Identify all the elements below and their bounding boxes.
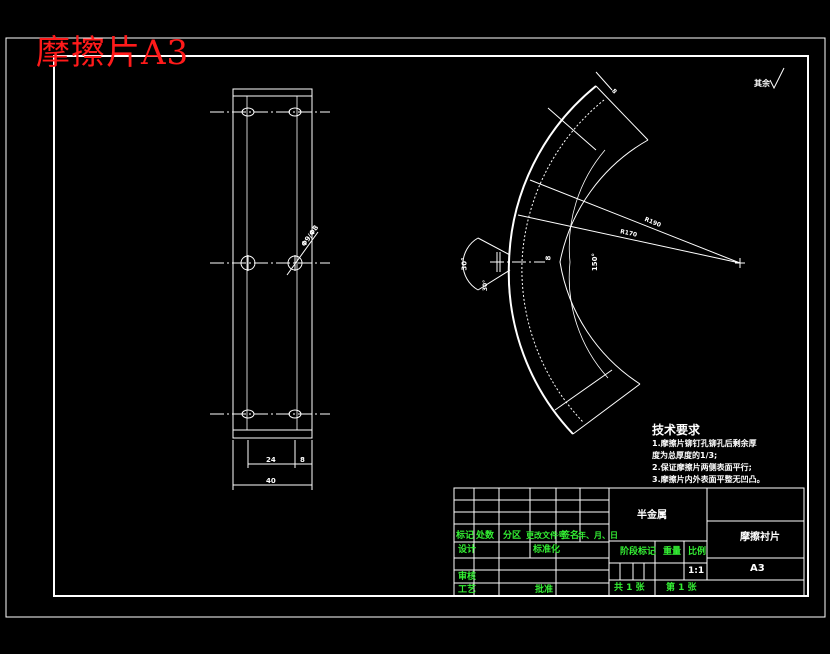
check-label: 审核 [458,572,477,582]
dim-arc-angle: 150° [591,252,600,272]
outer-border [5,37,826,618]
front-view [210,88,330,490]
tech-req-heading: 技术要求 [652,423,701,437]
inner-border [53,55,809,597]
header-change-doc: 更改文件号 [526,531,566,540]
tech-req-line-1: 1.摩擦片铆钉孔铆孔后剩余厚 [652,439,757,448]
weight-label: 重量 [663,547,682,557]
roughness-note: 其余 [754,79,770,88]
stage-label: 阶段标记 [620,547,657,557]
header-date: 年、月、日 [578,531,618,540]
tech-req-line-2: 度为总厚度的1/3; [652,451,718,460]
process-label: 工艺 [458,585,477,595]
approve-label: 批准 [535,585,554,595]
sheet-number: 第 1 张 [666,583,697,593]
title-block-grid [453,487,805,597]
sheet-size-cell: A3 [750,563,765,574]
part-name-cell: 摩擦衬片 [740,532,780,543]
header-mark: 标记 [456,531,475,541]
side-view [462,71,745,435]
header-signature: 签名 [561,531,580,541]
dim-hole-spacing: 24 [266,456,276,464]
roughness-mark [769,67,785,90]
dim-edge-offset: 8 [300,456,305,464]
scale-value: 1:1 [688,566,705,576]
standard-label: 标准化 [533,545,561,555]
header-count: 处数 [476,531,495,541]
sheets-total: 共 1 张 [614,583,645,593]
dim-hole-angle: 30° [460,257,469,271]
header-zone: 分区 [503,531,522,541]
tech-req-line-3: 2.保证摩擦片两侧表面平行; [652,463,752,472]
drawing-title-stamp: 摩擦片A3 [36,33,190,73]
dim-wall: 8 [544,255,553,261]
design-label: 设计 [458,545,477,555]
material-cell: 半金属 [637,510,667,521]
tech-req-line-4: 3.摩擦片内外表面平整无凹凸。 [652,475,765,484]
dim-width-total: 40 [266,477,276,485]
dim-edge-a: 30° [482,279,490,292]
scale-label: 比例 [688,547,707,557]
